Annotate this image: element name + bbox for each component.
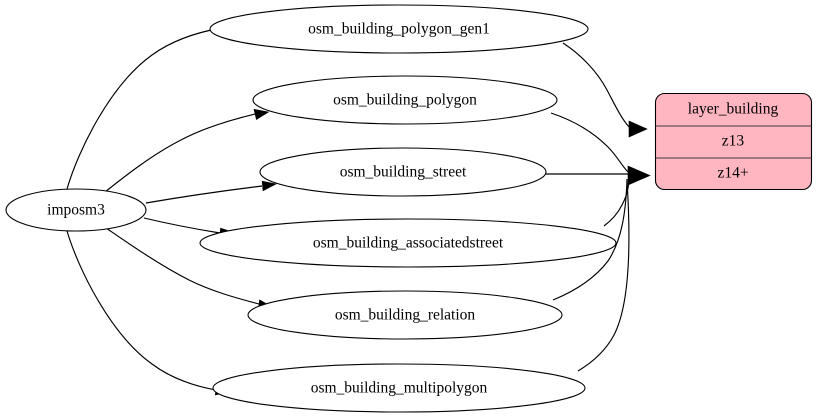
edge-osm_building_polygon_gen1-to-z13 [562,42,630,128]
osm_building_street-label: osm_building_street [340,164,467,181]
osm_building_multipolygon-label: osm_building_multipolygon [311,380,488,397]
osm_building_polygon-ellipse[interactable] [252,75,558,125]
arrowhead-osm_building_polygon [253,108,270,120]
node-osm_building_polygon[interactable]: osm_building_polygon [252,75,558,125]
edge-imposm3-to-osm_building_street [145,185,263,204]
layer_building-box[interactable] [654,92,813,191]
osm_building_polygon-label: osm_building_polygon [333,92,477,109]
osm_building_street-ellipse[interactable] [259,147,547,197]
layer_building-row-z14plus[interactable]: z14+ [717,165,748,182]
edge-osm_building_multipolygon-to-z14plus [577,180,630,372]
edge-osm_building_relation-to-z14plus [552,178,628,301]
node-osm_building_multipolygon[interactable]: osm_building_multipolygon [212,363,586,413]
osm_building_relation-label: osm_building_relation [335,307,476,324]
osm_building_associatedstreet-label: osm_building_associatedstreet [313,235,504,252]
node-imposm3[interactable]: imposm3 [5,188,147,232]
osm_building_multipolygon-ellipse[interactable] [212,363,586,413]
node-layer_building[interactable]: layer_building z13 z14+ [654,92,813,191]
edge-imposm3-to-osm_building_multipolygon [66,230,217,391]
layer_building-title: layer_building [688,101,779,118]
node-osm_building_polygon_gen1[interactable]: osm_building_polygon_gen1 [209,4,589,54]
edge-imposm3-to-osm_building_relation [105,227,260,305]
imposm3-ellipse[interactable] [5,188,147,232]
edge-imposm3-to-osm_building_associatedstreet [143,217,221,234]
node-osm_building_relation[interactable]: osm_building_relation [247,290,563,340]
imposm3-label: imposm3 [47,202,105,219]
edge-group-tables-to-layer [546,42,651,372]
node-osm_building_street[interactable]: osm_building_street [259,147,547,197]
layer_building-row-z13[interactable]: z13 [722,133,745,150]
arrowhead-osm_building_street [261,180,277,192]
node-osm_building_associatedstreet[interactable]: osm_building_associatedstreet [199,218,617,268]
edge-imposm3-to-osm_building_polygon_gen1 [66,27,222,190]
edge-imposm3-to-osm_building_polygon [104,113,256,193]
arrowhead-z13 [628,120,648,138]
edge-osm_building_polygon-to-z14plus [550,112,629,173]
osm_building_polygon_gen1-label: osm_building_polygon_gen1 [308,21,490,38]
arrowhead-z14plus [627,165,651,186]
osm_building_polygon_gen1-ellipse[interactable] [209,4,589,54]
osm_building_relation-ellipse[interactable] [247,290,563,340]
osm_building_associatedstreet-ellipse[interactable] [199,218,617,268]
